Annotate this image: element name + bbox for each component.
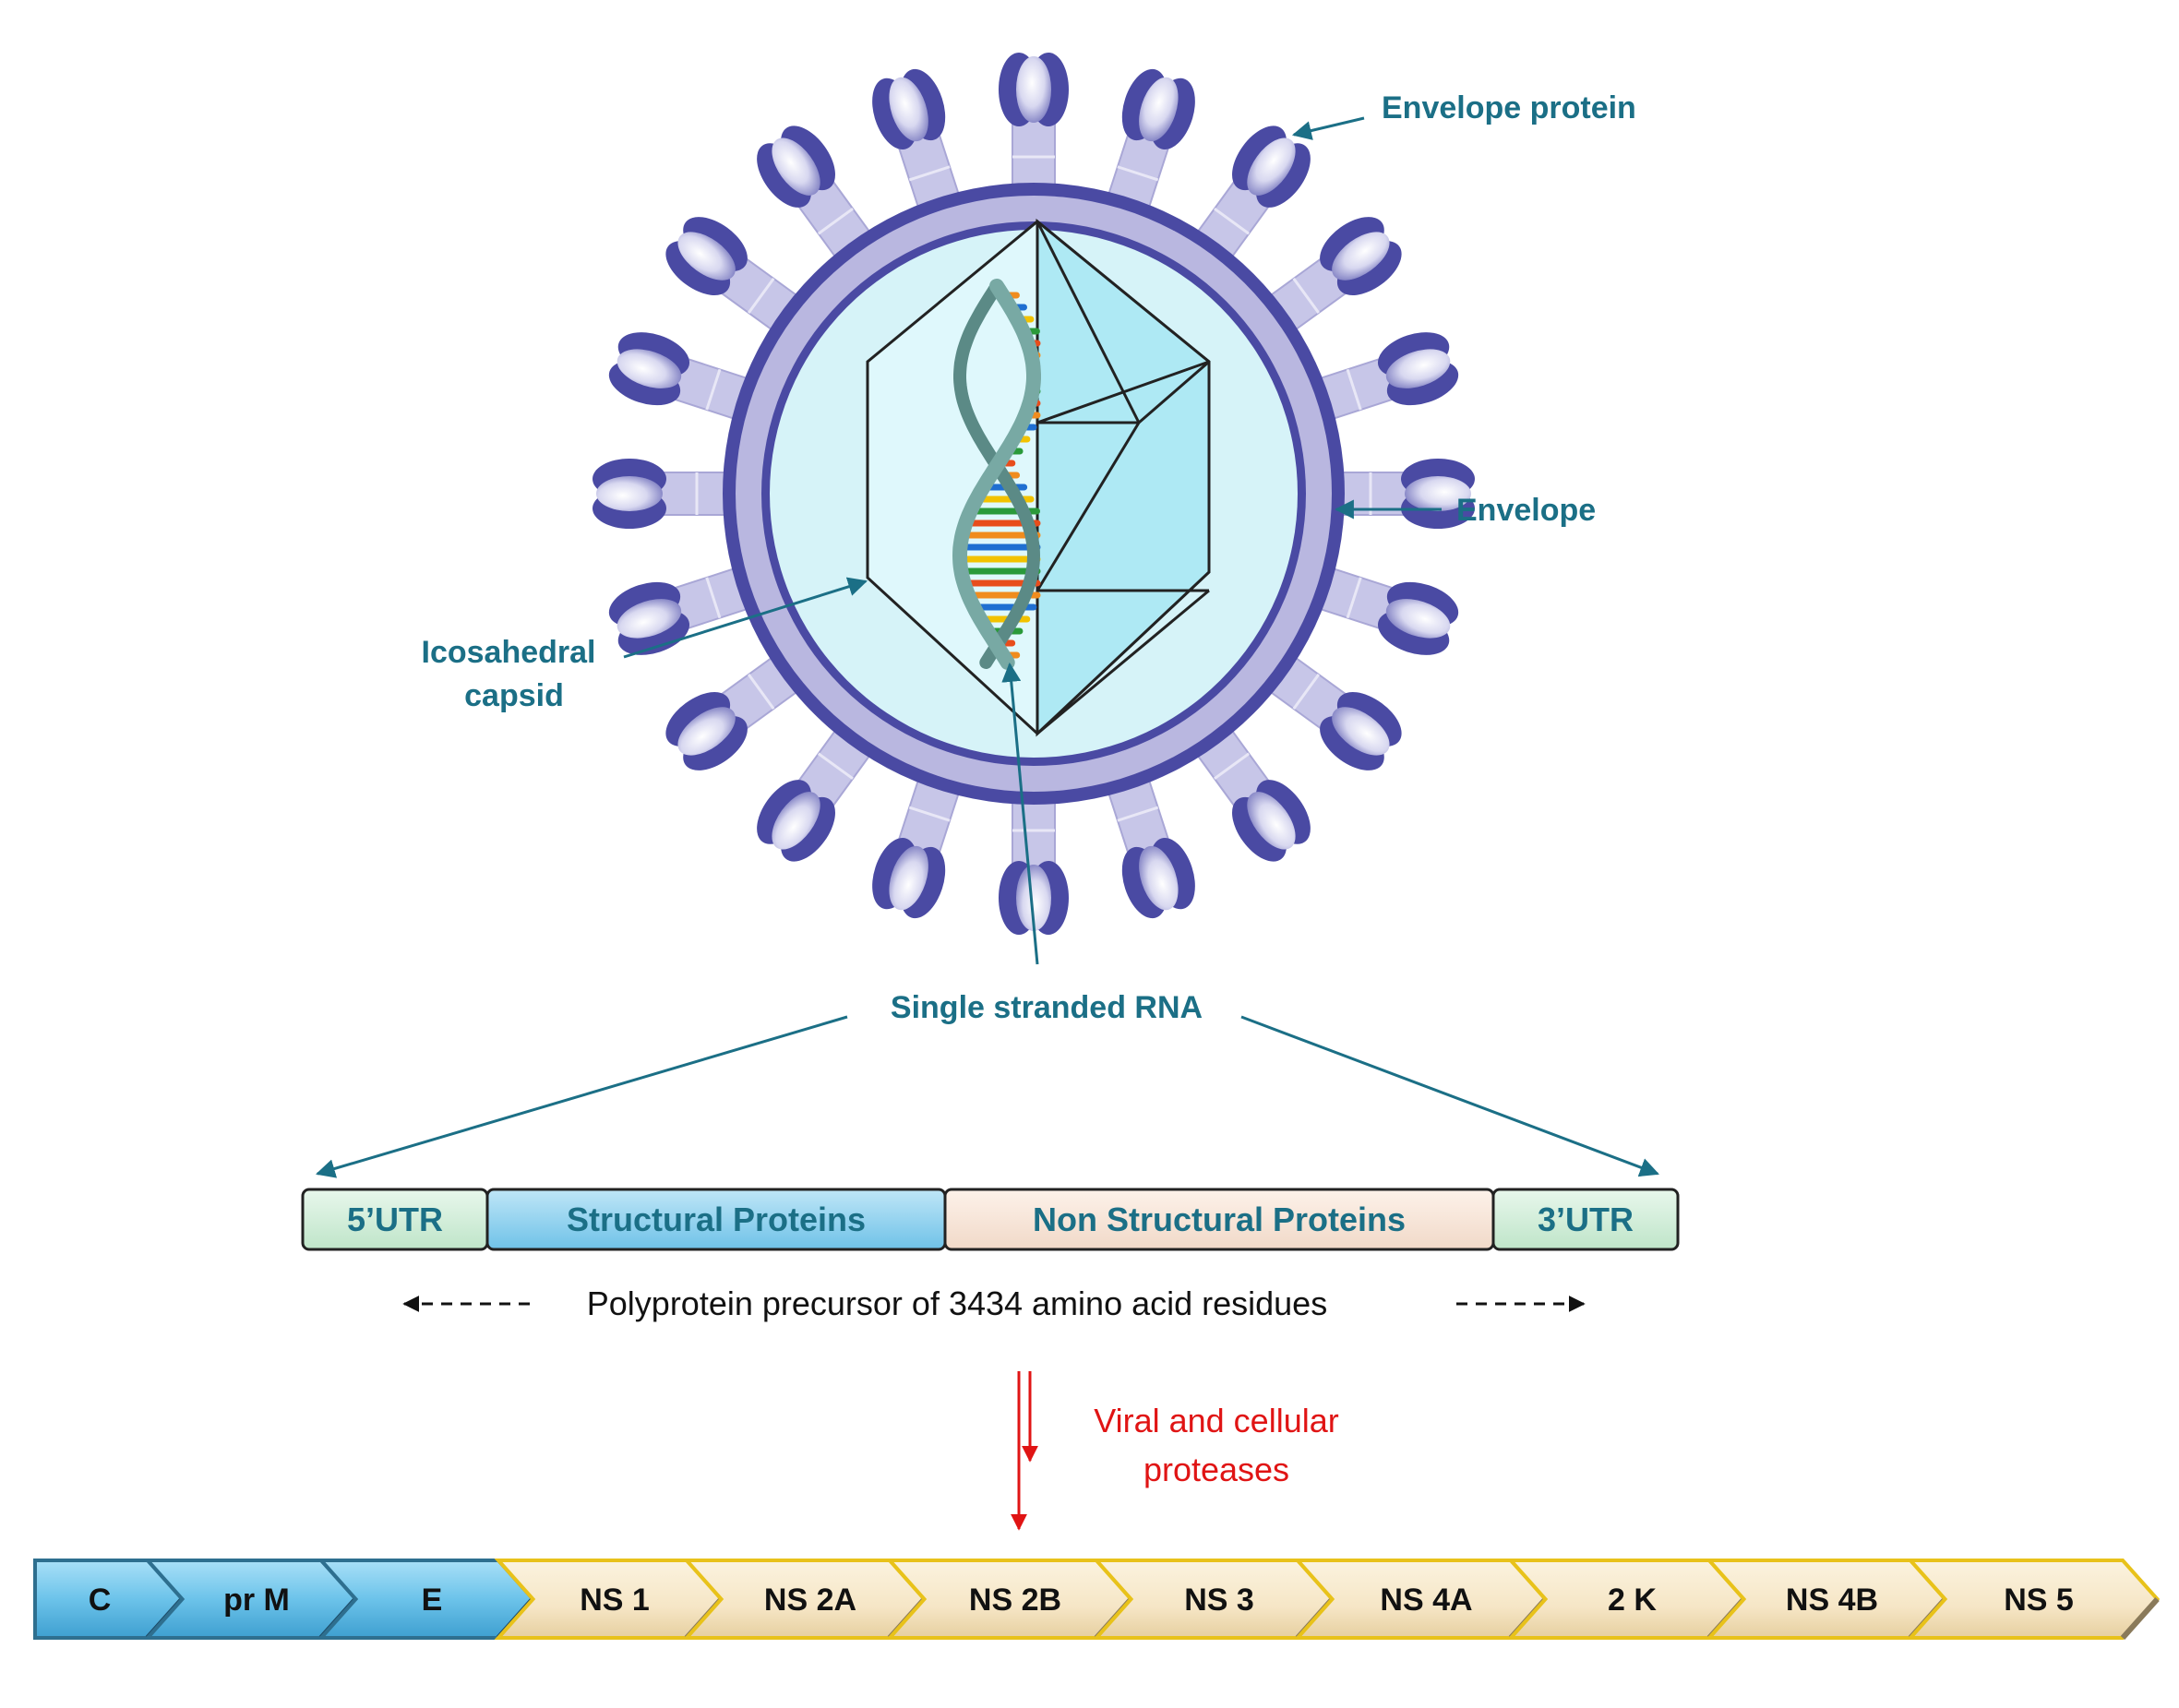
virion (593, 53, 1475, 935)
segment-structural-proteins: Structural Proteins (485, 1188, 947, 1251)
capsid-arrow (623, 577, 868, 659)
protein-chevron: NS 1 (494, 1559, 724, 1640)
envelope-label: Envelope (1456, 493, 1596, 528)
segment-nonstructural-proteins: Non Structural Proteins (943, 1188, 1495, 1251)
capsid-label-line1: Icosahedral (422, 635, 596, 670)
rna-arrow (1001, 662, 1039, 965)
protein-chevron: NS 4A (1293, 1559, 1549, 1640)
envelope-protein-label: Envelope protein (1382, 90, 1636, 125)
protein-label: NS 4A (1380, 1583, 1472, 1618)
protein-label: E (422, 1583, 443, 1618)
protein-chevron: NS 2B (885, 1559, 1134, 1640)
rna-right-expansion-arrow (1240, 1015, 1659, 1177)
rna-left-expansion-arrow (315, 1015, 848, 1178)
protein-label: NS 3 (1184, 1583, 1254, 1618)
protein-label: NS 2B (969, 1583, 1061, 1618)
protein-chevron-shadow (2120, 1597, 2160, 1640)
protein-chevron: NS 5 (1906, 1559, 2161, 1640)
segment-label: Structural Proteins (567, 1200, 866, 1238)
protein-chevron: NS 4B (1705, 1559, 1948, 1640)
protein-chevron: NS 3 (1092, 1559, 1335, 1640)
protein-label: NS 5 (2004, 1583, 2074, 1618)
rna-backbone-back (953, 280, 1041, 669)
protease-note-line2: proteases (1143, 1451, 1289, 1488)
protein-label: NS 2A (764, 1583, 856, 1618)
envelope-protein-arrow (1291, 116, 1365, 140)
genome-bar: 5’UTR Structural Proteins Non Structural… (301, 1188, 1680, 1251)
protease-note-line1: Viral and cellular (1094, 1402, 1338, 1439)
protein-label: NS 4B (1786, 1583, 1878, 1618)
precursor-note: Polyprotein precursor of 3434 amino acid… (587, 1284, 1327, 1322)
icosahedral-capsid-shape (866, 218, 1211, 737)
rna-helix (952, 279, 1041, 670)
rna-backbone-front (952, 279, 1041, 670)
segment-label: Non Structural Proteins (1033, 1200, 1406, 1238)
protein-label: C (89, 1583, 112, 1618)
protein-chevron: NS 2A (682, 1559, 928, 1640)
segment-label: 3’UTR (1538, 1200, 1634, 1238)
protein-label: NS 1 (580, 1583, 650, 1618)
capsid-label-line2: capsid (464, 678, 564, 713)
protein-label: 2 K (1608, 1583, 1657, 1618)
segment-label: 5’UTR (347, 1200, 443, 1238)
segment-3utr: 3’UTR (1491, 1188, 1680, 1251)
envelope-spike (999, 53, 1069, 209)
protein-chevron: 2 K (1506, 1559, 1747, 1640)
segment-5utr: 5’UTR (301, 1188, 489, 1251)
rna-label: Single stranded RNA (891, 990, 1203, 1025)
envelope-spike (593, 459, 748, 529)
protein-label: pr M (223, 1583, 290, 1618)
